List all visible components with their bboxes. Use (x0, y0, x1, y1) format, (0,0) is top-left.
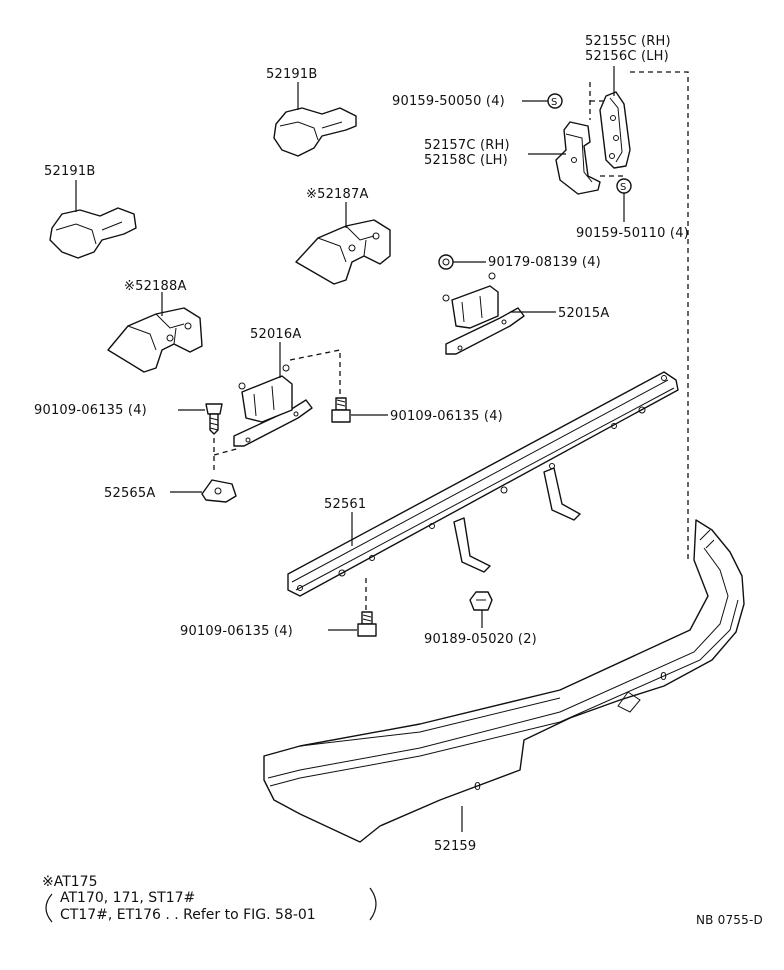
note-bracket-left (45, 893, 53, 923)
label-90189-05020: 90189-05020 (2) (424, 632, 537, 647)
bumper-cover-52159: 0 0 (263, 519, 745, 843)
label-52157c: 52157C (RH) (424, 138, 510, 153)
dashed-line-clip-1 (589, 82, 606, 120)
label-52158c: 52158C (LH) (424, 153, 508, 168)
note-bracket-right (369, 887, 377, 921)
clip-mark-2: S (620, 182, 627, 193)
label-52561: 52561 (324, 497, 366, 512)
pad-52191b-left (49, 207, 137, 259)
label-52565a: 52565A (104, 486, 155, 501)
dashed-line-retainer-bumper (630, 71, 689, 560)
label-52191b-top: 52191B (266, 67, 317, 82)
label-90159-50050: 90159-50050 (4) (392, 94, 505, 109)
label-52016a: 52016A (250, 327, 301, 342)
note-line-3: CT17#, ET176 . . Refer to FIG. 58-01 (60, 907, 316, 923)
figure-code: NB 0755-D (696, 913, 763, 927)
note-line-2: AT170, 171, ST17# (60, 890, 195, 906)
label-90109-06135-bottom: 90109-06135 (4) (180, 624, 293, 639)
bracket-52187a (295, 219, 391, 285)
bolt-90109-06135-bottom (357, 611, 377, 637)
retainer-52155c (599, 91, 631, 169)
clip-mark-1: S (551, 97, 558, 108)
bracket-52015a (442, 272, 525, 355)
label-52191b-left: 52191B (44, 164, 95, 179)
bolt-90109-06135-left (205, 403, 223, 435)
bracket-52016a (233, 364, 313, 447)
label-52187a: ※52187A (306, 187, 369, 202)
label-52155c: 52155C (RH) (585, 34, 671, 49)
label-90109-06135-left: 90109-06135 (4) (34, 403, 147, 418)
bumper-mark-b: 0 (660, 670, 667, 683)
note-line-1: ※AT175 (42, 874, 98, 890)
label-52156c: 52156C (LH) (585, 49, 669, 64)
dashed-line-52016a-right (289, 349, 341, 398)
reinforcement-52561 (287, 371, 679, 597)
label-90109-06135-right: 90109-06135 (4) (390, 409, 503, 424)
label-90159-50110: 90159-50110 (4) (576, 226, 689, 241)
bracket-52188a (107, 307, 203, 373)
bumper-mark-a: 0 (474, 780, 481, 793)
dashed-line-52016a-left (213, 420, 241, 470)
pad-52191b-top (273, 107, 357, 157)
clip-nut-52565a (201, 479, 237, 503)
clip-90189-05020 (469, 591, 493, 611)
label-52015a: 52015A (558, 306, 609, 321)
label-52159: 52159 (434, 839, 476, 854)
label-52188a: ※52188A (124, 279, 187, 294)
bolt-90109-06135-right (331, 397, 351, 423)
label-90179-08139: 90179-08139 (4) (488, 255, 601, 270)
clip-90159-50110: S (616, 178, 632, 194)
clip-90159-50050: S (547, 93, 563, 109)
nut-90179-08139 (438, 254, 454, 270)
bracket-52157c (555, 121, 601, 195)
